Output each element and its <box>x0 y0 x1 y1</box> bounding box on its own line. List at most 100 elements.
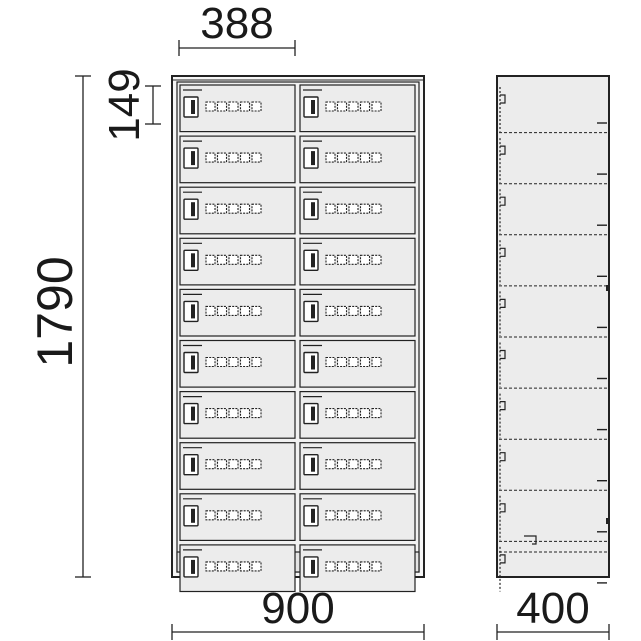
keypad-key <box>239 152 251 163</box>
keypad-key <box>216 408 228 419</box>
rear-fixing <box>606 518 609 524</box>
keypad-key <box>228 408 239 419</box>
keypad-key <box>251 152 262 163</box>
dim-900-label: 900 <box>261 584 334 633</box>
lock-bar <box>311 253 315 268</box>
keypad-key <box>336 408 348 419</box>
door-edge-mark <box>500 247 506 257</box>
keypad-key <box>371 510 382 521</box>
keypad-key <box>348 101 359 112</box>
dim-1790-label: 1790 <box>27 256 83 367</box>
keypad-key <box>325 254 336 265</box>
keypad-key <box>336 356 348 368</box>
keypad-key <box>251 561 262 572</box>
lock-bar <box>191 406 195 421</box>
keypad-key <box>251 408 262 419</box>
keypad-key <box>348 254 359 265</box>
keypad-key <box>228 356 239 368</box>
keypad-key <box>228 152 239 163</box>
keypad-key <box>205 305 216 316</box>
locker-door <box>299 442 416 490</box>
keypad-key <box>205 459 216 470</box>
keypad-key <box>359 408 371 419</box>
keypad-key <box>371 203 382 214</box>
keypad-key <box>216 101 228 112</box>
door-edge-mark <box>500 298 506 308</box>
keypad-key <box>216 510 228 521</box>
locker-doors <box>179 84 416 593</box>
keypad-key <box>228 305 239 316</box>
keypad-key <box>371 408 382 419</box>
keypad-key <box>359 356 371 368</box>
keypad-key <box>251 510 262 521</box>
door-edge-mark <box>500 401 506 411</box>
lock-bar <box>191 508 195 523</box>
lock-bar <box>311 202 315 217</box>
keypad-key <box>228 203 239 214</box>
keypad-key <box>251 101 262 112</box>
dim-400-label: 400 <box>516 584 589 633</box>
keypad-key <box>359 101 371 112</box>
keypad-key <box>325 510 336 521</box>
keypad-key <box>228 254 239 265</box>
locker-door <box>179 237 296 286</box>
locker-door <box>299 84 416 133</box>
keypad-key <box>325 408 336 419</box>
lock-bar <box>191 202 195 217</box>
keypad-key <box>239 459 251 470</box>
keypad-key <box>239 203 251 214</box>
keypad-key <box>371 459 382 470</box>
keypad-key <box>216 203 228 214</box>
keypad-key <box>325 356 336 368</box>
keypad-key <box>371 101 382 112</box>
locker-door <box>299 237 416 286</box>
side-outer-frame <box>496 75 610 578</box>
door-edge-mark <box>500 94 506 104</box>
keypad-key <box>325 561 336 572</box>
keypad-key <box>359 510 371 521</box>
locker-door <box>179 135 296 184</box>
keypad-key <box>325 152 336 163</box>
locker-door <box>299 493 416 541</box>
lock-bar <box>311 355 315 370</box>
keypad-key <box>239 561 251 572</box>
lock-bar <box>311 559 315 574</box>
keypad-key <box>216 356 228 368</box>
keypad-key <box>359 254 371 265</box>
lock-bar <box>191 559 195 574</box>
keypad-key <box>336 459 348 470</box>
keypad-key <box>336 254 348 265</box>
door-edge-mark <box>500 452 506 462</box>
keypad-key <box>205 408 216 419</box>
locker-door <box>179 84 296 133</box>
keypad-key <box>228 510 239 521</box>
keypad-key <box>216 459 228 470</box>
keypad-key <box>239 510 251 521</box>
keypad-key <box>239 408 251 419</box>
keypad-key <box>359 203 371 214</box>
keypad-key <box>359 152 371 163</box>
locker-door <box>179 544 296 593</box>
lock-bar <box>311 508 315 523</box>
keypad-key <box>216 305 228 316</box>
keypad-key <box>359 561 371 572</box>
keypad-key <box>205 203 216 214</box>
lock-bar <box>191 100 195 114</box>
keypad-key <box>205 356 216 368</box>
door-edge-mark <box>500 196 506 206</box>
locker-door <box>179 391 296 439</box>
lock-bar <box>311 151 315 166</box>
keypad-key <box>251 305 262 316</box>
lock-bar <box>311 406 315 421</box>
door-edge-mark <box>500 554 506 564</box>
locker-door <box>179 339 296 388</box>
lock-bar <box>191 304 195 319</box>
keypad-key <box>336 152 348 163</box>
keypad-key <box>205 101 216 112</box>
keypad-key <box>348 510 359 521</box>
keypad-key <box>216 254 228 265</box>
lock-bar <box>311 304 315 319</box>
side-view <box>496 75 610 592</box>
locker-door <box>299 135 416 184</box>
keypad-key <box>216 152 228 163</box>
